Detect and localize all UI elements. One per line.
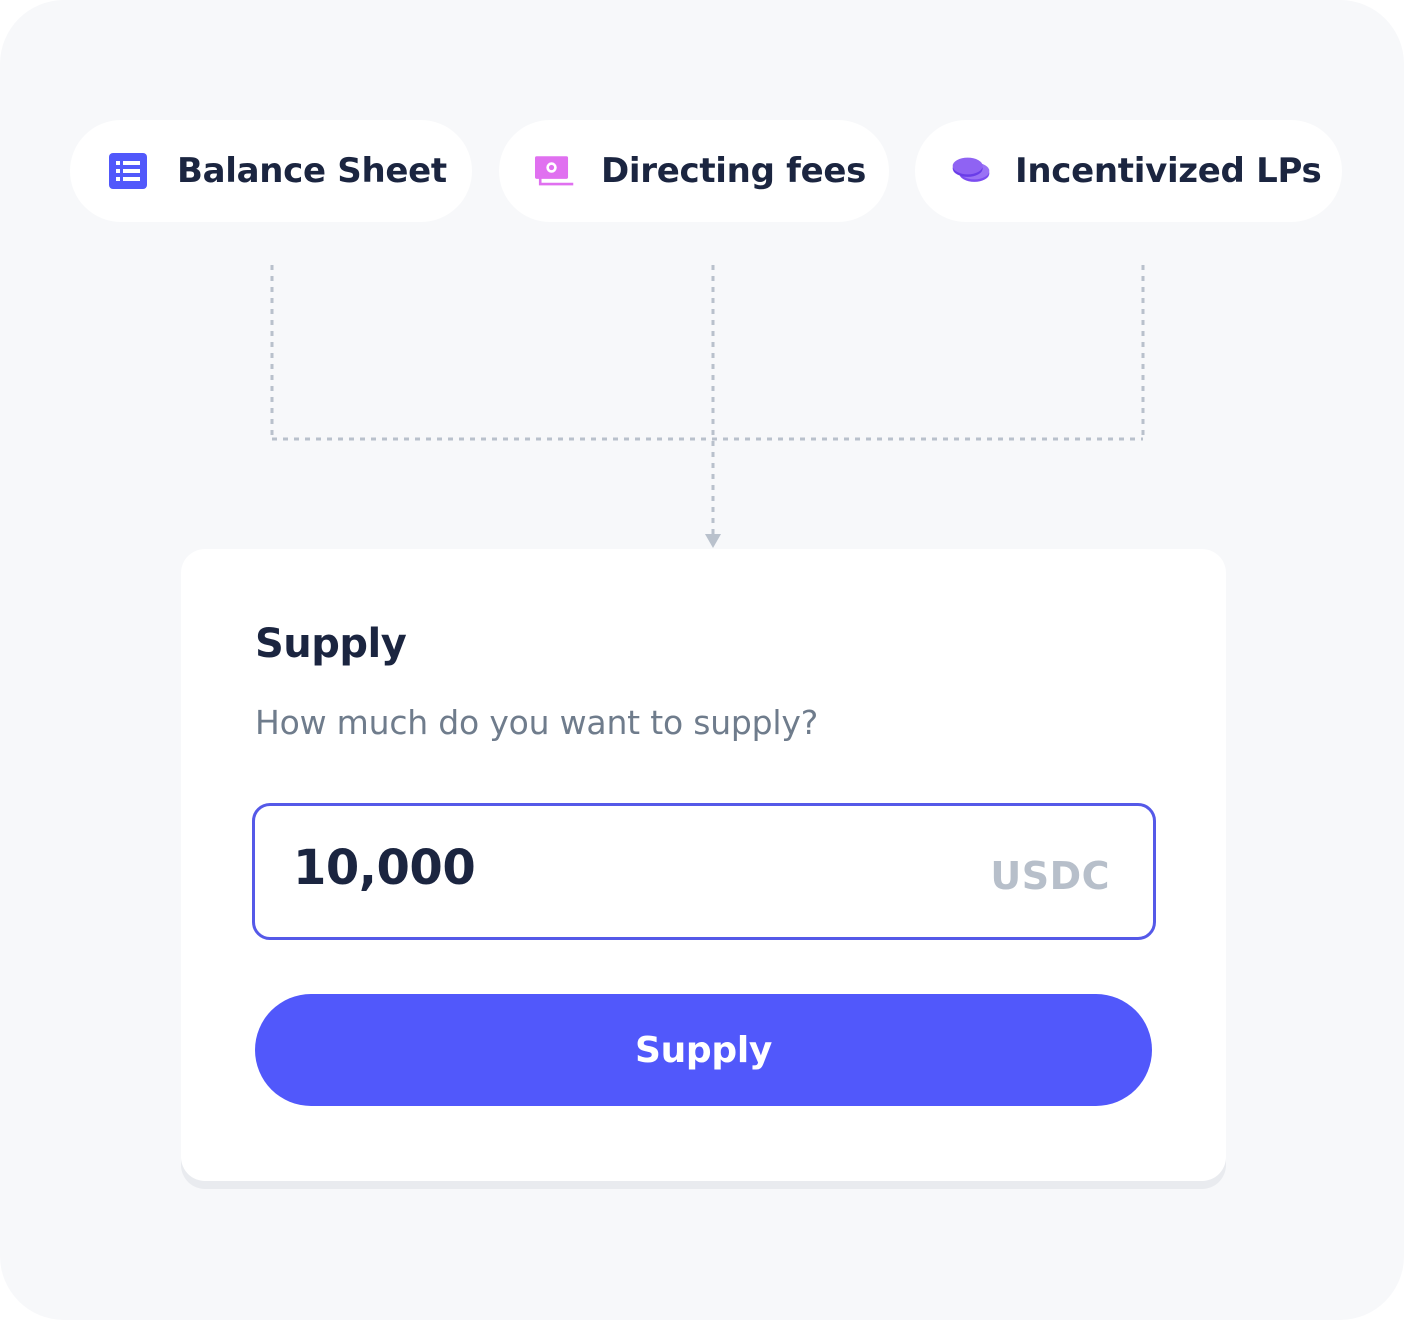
source-pill-directing-fees[interactable]: Directing fees xyxy=(499,120,889,222)
source-pill-label: Balance Sheet xyxy=(177,151,447,191)
coins-icon xyxy=(951,151,991,191)
supply-button[interactable]: Supply xyxy=(255,994,1152,1106)
source-pill-incentivized-lps[interactable]: Incentivized LPs xyxy=(915,120,1342,222)
list-icon xyxy=(108,151,148,191)
source-pill-label: Directing fees xyxy=(601,151,867,191)
source-pill-balance-sheet[interactable]: Balance Sheet xyxy=(70,120,472,222)
source-pill-label: Incentivized LPs xyxy=(1015,151,1322,191)
card-subtitle: How much do you want to supply? xyxy=(255,703,819,742)
supply-card: Supply How much do you want to supply? 1… xyxy=(181,549,1226,1181)
supply-button-label: Supply xyxy=(634,1029,773,1071)
cash-icon xyxy=(535,151,575,191)
card-title: Supply xyxy=(255,621,407,667)
amount-value[interactable]: 10,000 xyxy=(293,840,476,896)
currency-unit: USDC xyxy=(990,854,1110,898)
amount-input[interactable]: 10,000 USDC xyxy=(252,803,1156,940)
arrow-down-icon xyxy=(705,534,721,548)
